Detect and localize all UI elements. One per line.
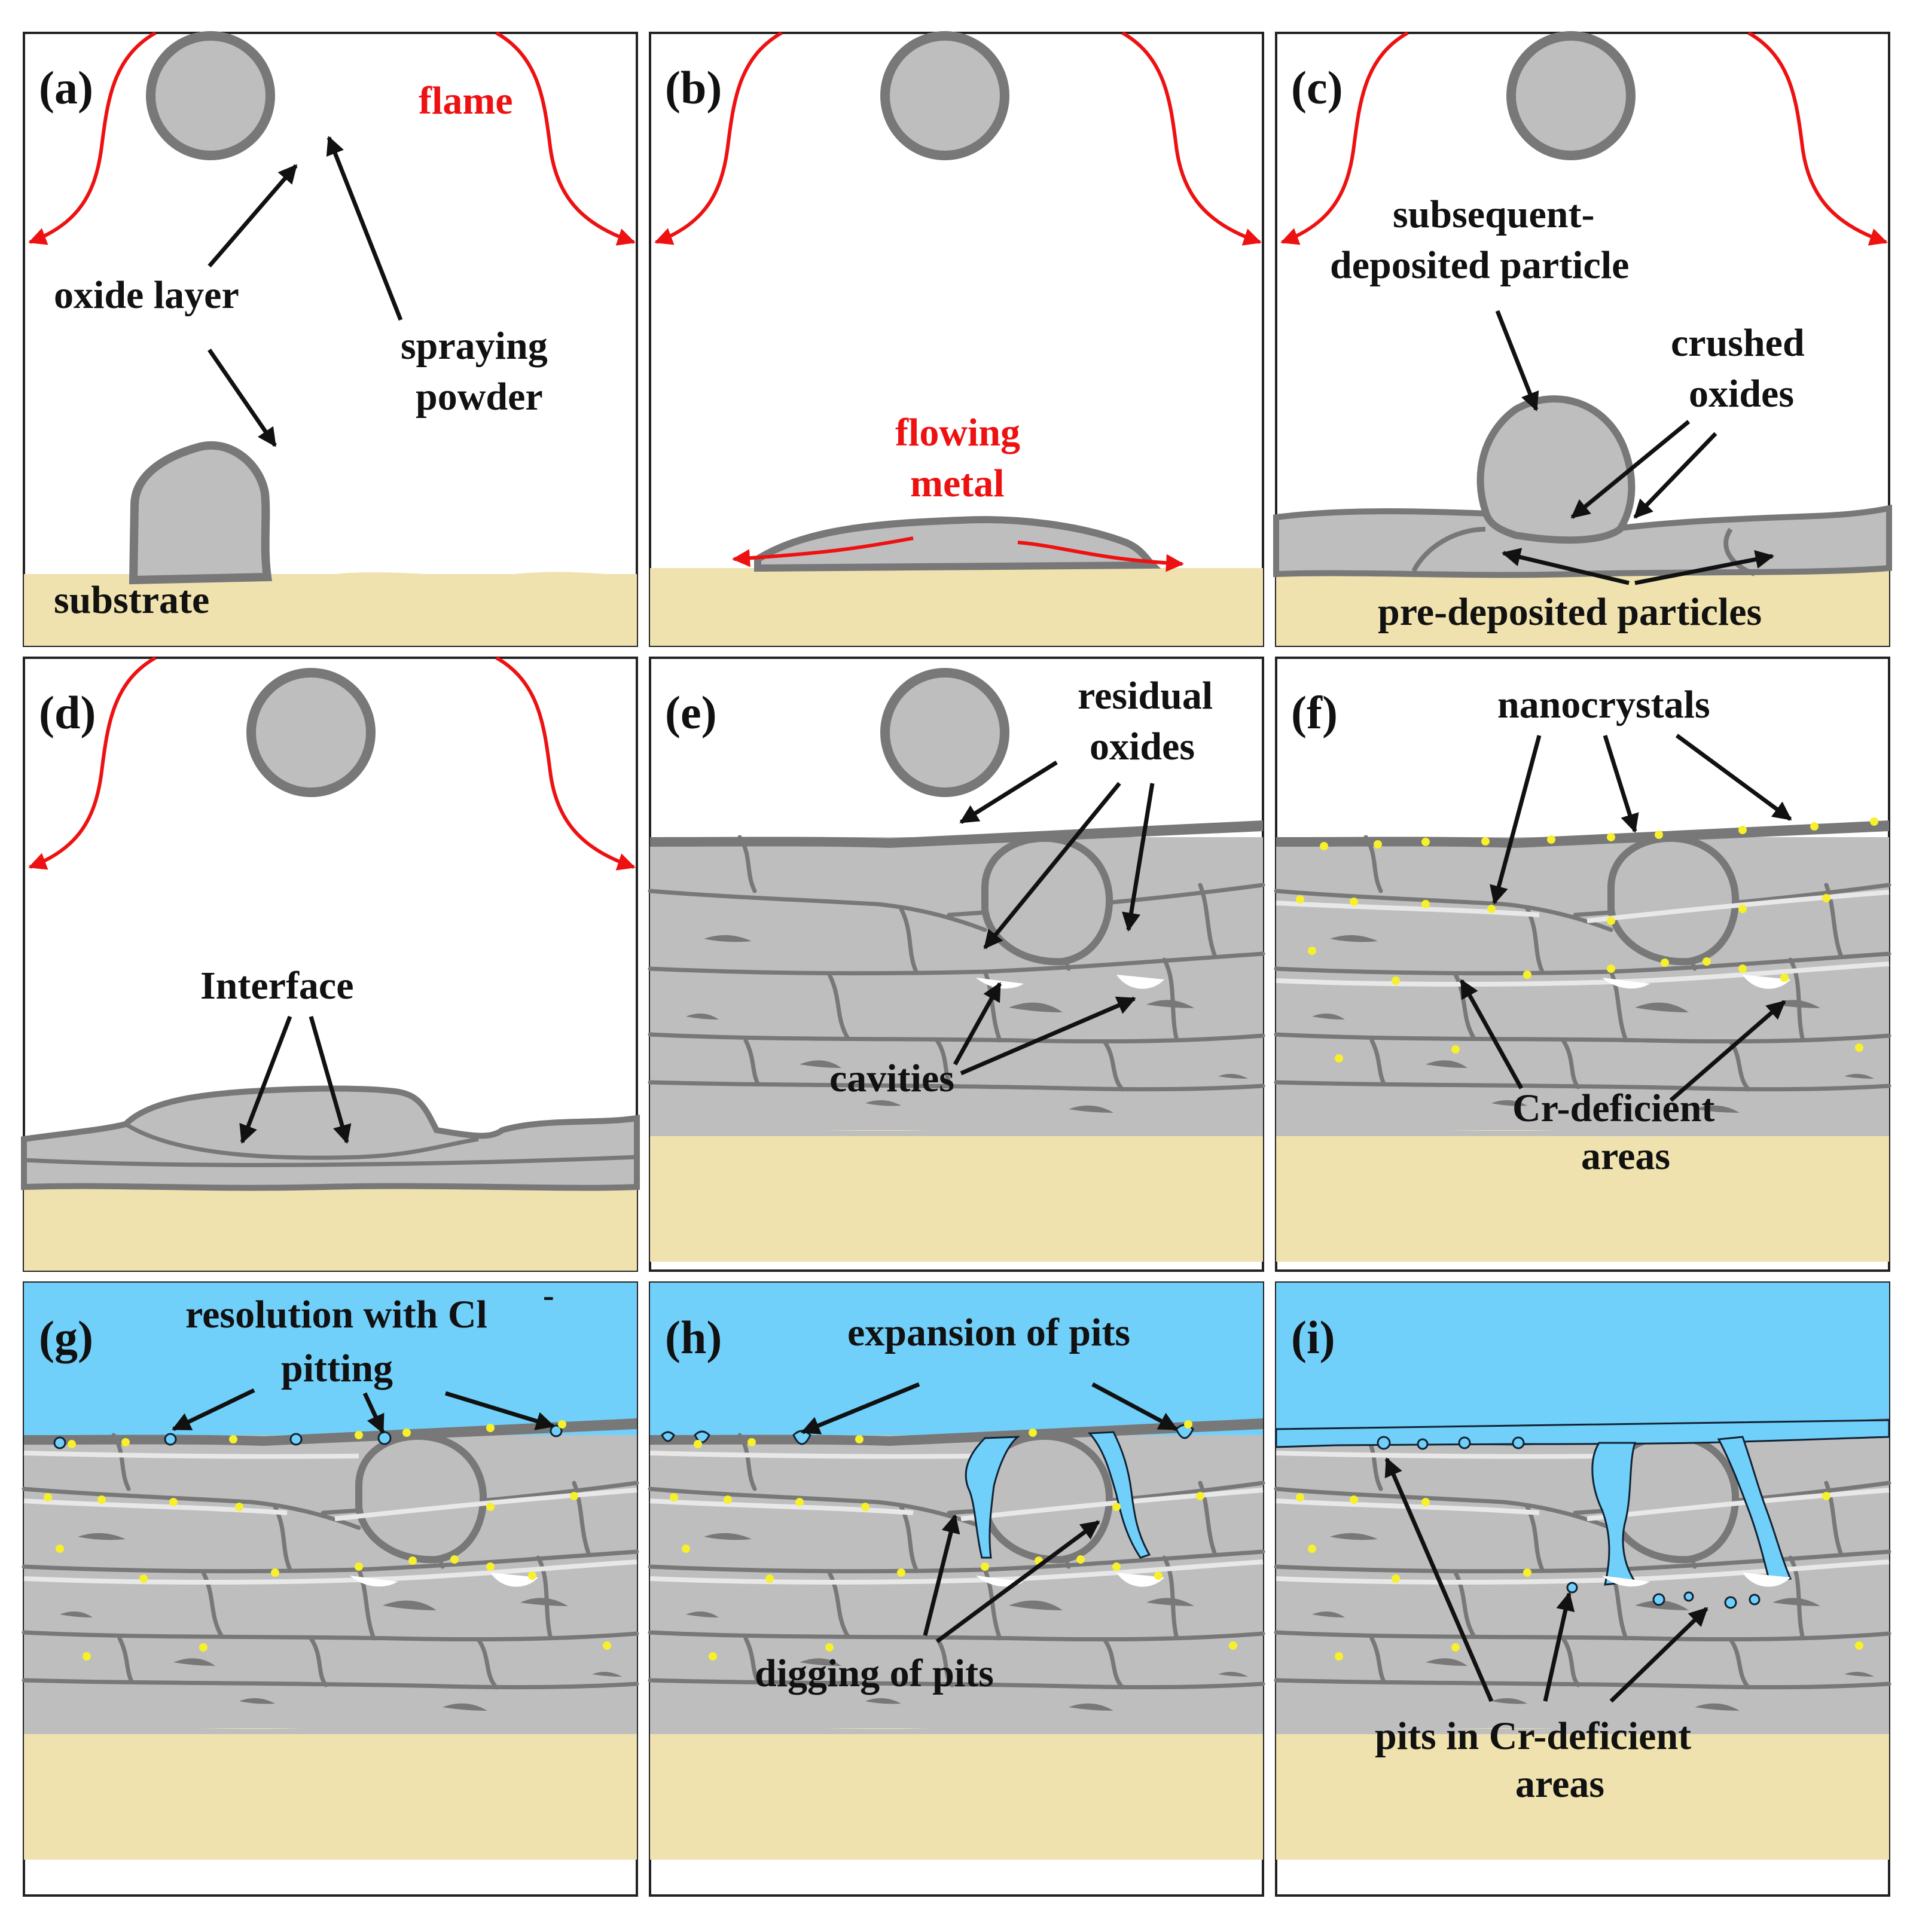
spraying-particle xyxy=(146,31,276,160)
cr-deficient-label: Cr-deficient xyxy=(1512,1086,1714,1130)
expanded-pits xyxy=(661,1424,1194,1559)
spraying-particle xyxy=(880,31,1010,160)
small-pits xyxy=(53,1424,563,1449)
panel-label-h: (h) xyxy=(665,1311,722,1363)
areas-label-f: areas xyxy=(1581,1134,1670,1178)
substrate-label: substrate xyxy=(54,578,209,622)
pits-cr-deficient-label: pits in Cr-deficient xyxy=(1375,1714,1691,1758)
deposited-particle xyxy=(129,441,273,585)
panel-label-a: (a) xyxy=(39,62,93,114)
subsequent-label: subsequent- xyxy=(1393,193,1594,236)
flowing-label: flowing xyxy=(895,411,1020,454)
flattened-particle xyxy=(754,516,1161,572)
pre-deposited-label: pre-deposited particles xyxy=(1378,590,1762,634)
panel-d: (d) Interface xyxy=(21,656,640,1271)
panel-g: (g) resolution with Cl - pitting xyxy=(24,1277,637,1860)
subsequent-particle xyxy=(1476,395,1636,544)
interface-label: Interface xyxy=(200,964,354,1008)
panel-label-f: (f) xyxy=(1291,686,1338,738)
panel-e: (e) residual oxides cavities xyxy=(650,668,1263,1262)
spraying-particle xyxy=(1506,31,1636,160)
powder-label: powder xyxy=(416,375,543,419)
panel-label-i: (i) xyxy=(1291,1311,1335,1363)
nanocrystals-label: nanocrystals xyxy=(1497,683,1710,727)
nanocrystals xyxy=(1296,1492,1863,1661)
panel-label-g: (g) xyxy=(39,1311,93,1363)
panel-label-c: (c) xyxy=(1291,62,1343,114)
flame-label: flame xyxy=(419,79,513,123)
oxides-label: oxides xyxy=(1689,372,1794,416)
areas-label-i: areas xyxy=(1515,1762,1604,1806)
metal-label: metal xyxy=(910,462,1005,505)
digging-label: digging of pits xyxy=(755,1652,994,1695)
expansion-label: expansion of pits xyxy=(847,1311,1130,1354)
chloride-superscript: - xyxy=(543,1277,554,1314)
residual-label: residual xyxy=(1078,674,1213,718)
nanocrystals xyxy=(670,1420,1237,1661)
nanocrystals xyxy=(44,1420,611,1661)
resolution-label: resolution with Cl xyxy=(185,1293,487,1336)
panel-label-b: (b) xyxy=(665,62,722,114)
spraying-particle xyxy=(880,668,1010,797)
panel-label-e: (e) xyxy=(665,686,717,738)
substrate-layer xyxy=(24,574,637,646)
oxide-layer-label: oxide layer xyxy=(54,273,239,317)
nanocrystals xyxy=(1296,817,1878,1063)
flame-arrows xyxy=(28,31,636,246)
cr-deficient-pits xyxy=(1275,1419,1890,1609)
panel-i: (i) pits in Cr-deficient areas xyxy=(1276,1283,1889,1860)
panel-c: (c) subsequent- deposited particle crush… xyxy=(1273,31,1892,646)
pitting-label: pitting xyxy=(281,1347,393,1390)
deposited-particle-label: deposited particle xyxy=(1330,243,1629,287)
panel-label-d: (d) xyxy=(39,686,96,738)
panel-b: (b) flowing metal xyxy=(650,31,1263,646)
spraying-label: spraying xyxy=(401,324,548,368)
oxides-label-e: oxides xyxy=(1090,725,1195,768)
panel-a: (a) flame oxide layer spraying powder su… xyxy=(24,31,637,646)
panel-f: (f) nanocrystals Cr-deficient areas xyxy=(1276,683,1889,1262)
cavities-label: cavities xyxy=(829,1057,954,1100)
deposited-layers xyxy=(21,1085,640,1191)
spraying-particle xyxy=(246,668,376,797)
crushed-label: crushed xyxy=(1671,321,1805,365)
panel-h: (h) expansion of pits digging of pits xyxy=(650,1283,1263,1860)
